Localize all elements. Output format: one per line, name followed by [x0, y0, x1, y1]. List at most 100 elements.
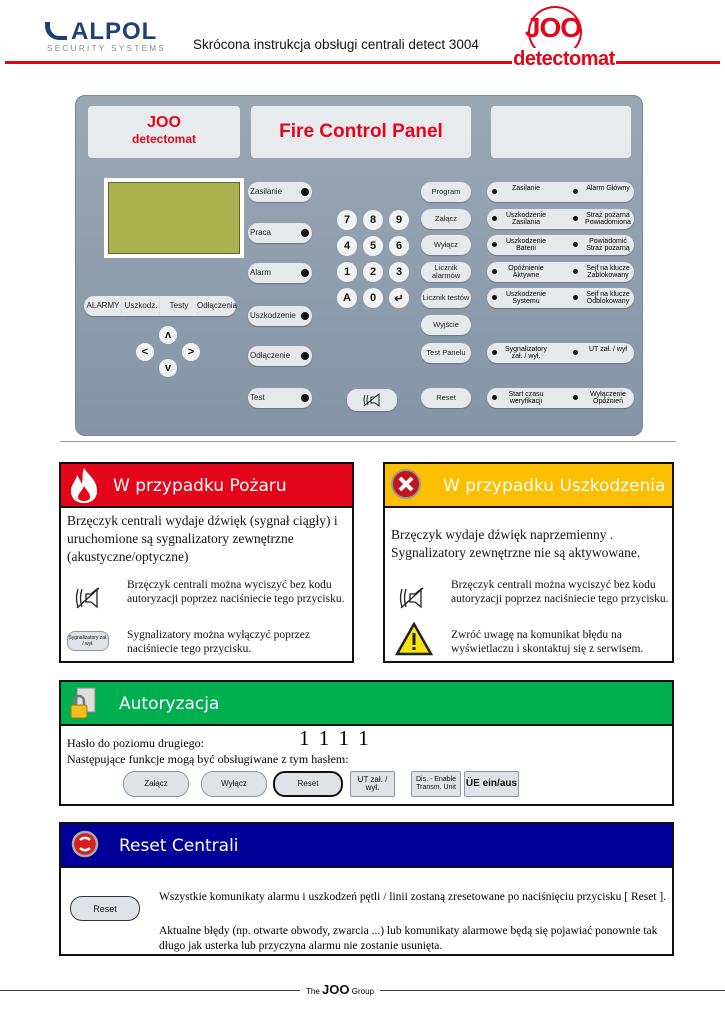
keypad-key[interactable]: 5 [363, 236, 383, 256]
led-light [301, 312, 309, 320]
panel-title: Fire Control Panel [251, 106, 471, 158]
arrow-button[interactable]: v [159, 359, 177, 377]
led-light [492, 295, 497, 300]
led-light [573, 242, 578, 247]
function-button[interactable]: Reset [421, 388, 471, 408]
reset-text-1: Wszystkie komunikaty alarmu i uszkodzeń … [159, 891, 667, 903]
authorization-section: Autoryzacja Hasło do poziomu drugiego: 1… [59, 680, 674, 806]
flame-icon [71, 468, 97, 503]
warning-triangle-icon [395, 622, 433, 656]
led-light [573, 189, 578, 194]
fire-header: W przypadku Pożaru [61, 464, 352, 508]
function-button[interactable]: Wyjście [421, 315, 471, 335]
menu-button[interactable]: Odłączenia [197, 296, 237, 316]
mute-buzzer-button[interactable] [347, 389, 397, 411]
led-light [573, 350, 578, 355]
auth-button-transm-unit: Dis. - Enable Transm. Unit [411, 771, 461, 797]
reset-text-2: Aktualne błędy (np. otwarte obwody, zwar… [159, 925, 658, 952]
keypad-key[interactable]: 2 [363, 262, 383, 282]
indicator-row: Sygnalizatory zał. / wył. UT zał. / wył [487, 343, 634, 363]
fire-title: W przypadku Pożaru [113, 476, 287, 496]
fault-header: W przypadku Uszkodzenia [385, 464, 672, 508]
password-value: 1 1 1 1 [299, 726, 371, 750]
status-led-indicator: Odłączenie [248, 346, 312, 366]
fault-intro: Brzęczyk wydaje dźwięk naprzemienny . Sy… [391, 527, 641, 560]
auth-button-ue: ÜE ein/aus [464, 771, 519, 797]
led-light [492, 395, 497, 400]
header-divider [5, 61, 720, 64]
keypad-key[interactable]: 3 [389, 262, 409, 282]
status-led-indicator: Praca [248, 223, 312, 243]
indicator-right-label: Wyłączenie Opóźnień [590, 391, 626, 405]
function-button[interactable]: Program [421, 182, 471, 202]
led-light [492, 242, 497, 247]
alpol-sub: SECURITY SYSTEMS [47, 44, 167, 53]
status-led-label: Alarm [250, 268, 271, 277]
function-button[interactable]: Wyłącz [421, 235, 471, 255]
indicator-left-label: Uszkodzenie Zasilania [505, 212, 547, 226]
indicator-row: Uszkodzenie Baterii Powiadomić Straż poża… [487, 235, 634, 255]
arrow-button[interactable]: ʌ [159, 326, 177, 344]
indicator-left-label: Uszkodzenie Baterii [505, 238, 547, 252]
led-light [492, 269, 497, 274]
fire-intro: Brzęczyk centrali wydaje dźwięk (sygnał … [67, 513, 338, 564]
auth-button-zalacz: Załącz [123, 771, 189, 797]
led-light [301, 269, 309, 277]
arrow-button[interactable]: < [136, 343, 154, 361]
arrow-button[interactable]: > [182, 343, 200, 361]
auth-header: Autoryzacja [61, 682, 672, 726]
menu-button[interactable]: Uszkodz. [122, 296, 160, 316]
menu-button[interactable]: ALARMY [84, 296, 122, 316]
function-button[interactable]: Test Panelu [421, 343, 471, 363]
keypad-key[interactable]: 4 [337, 236, 357, 256]
led-light [573, 395, 578, 400]
functions-label: Następujące funkcje mogą być obsługiwane… [67, 752, 349, 766]
panel-brand: JOO detectomat [88, 106, 240, 158]
status-led-label: Test [250, 393, 265, 402]
keypad-key[interactable]: 1 [337, 262, 357, 282]
status-led-label: Uszkodzenie [250, 311, 296, 320]
led-light [301, 352, 309, 360]
function-button[interactable]: Załącz [421, 209, 471, 229]
reset-section: Reset Centrali Reset Wszystkie komunikat… [59, 822, 674, 956]
indicator-right-label: Powiadomić Straż pożarną [586, 238, 630, 252]
keypad-key[interactable]: 7 [337, 210, 357, 230]
section-divider [60, 441, 676, 442]
reset-power-icon [71, 830, 99, 858]
fire-section: W przypadku Pożaru Brzęczyk centrali wyd… [59, 462, 354, 663]
led-light [492, 216, 497, 221]
status-led-label: Odłączenie [250, 351, 291, 360]
menu-button[interactable]: Testy [160, 296, 198, 316]
indicator-right-label: Sejf na klucze Zablokowany [586, 265, 630, 279]
keypad-key[interactable]: 9 [389, 210, 409, 230]
auth-title: Autoryzacja [119, 694, 220, 714]
function-button[interactable]: Licznik alarmów [421, 262, 471, 282]
function-button[interactable]: Licznik testów [421, 288, 471, 308]
fault-item-service: Zwróć uwagę na komunikat błędu na wyświe… [451, 629, 644, 655]
led-light [573, 269, 578, 274]
fault-title: W przypadku Uszkodzenia [443, 476, 666, 496]
indicator-left-label: Opóźnienie Aktywne [508, 265, 544, 279]
detectomat-logo: detectomat [512, 48, 616, 71]
led-light [301, 394, 309, 402]
panel-blank-strip [491, 106, 631, 158]
indicator-right-label: UT zał. / wył [589, 346, 627, 353]
mute-speaker-icon [363, 393, 380, 407]
fire-item-mute: Brzęczyk centrali można wyciszyć bez kod… [127, 579, 345, 605]
reset-button-image: Reset [70, 896, 140, 921]
keypad-key[interactable]: 8 [363, 210, 383, 230]
lcd-display [104, 178, 244, 258]
indicator-left-label: Sygnalizatory zał. / wył. [504, 346, 548, 360]
indicator-row: Opóźnienie Aktywne Sejf na klucze Zabloko… [487, 262, 634, 282]
indicator-left-label: Zasilanie [511, 185, 540, 192]
control-panel-image: JOO detectomat Fire Control Panel ALARMY… [75, 95, 643, 436]
keypad-key[interactable]: A [337, 288, 357, 308]
fault-section: W przypadku Uszkodzenia Brzęczyk wydaje … [383, 462, 674, 663]
keypad-key[interactable]: 6 [389, 236, 409, 256]
led-light [573, 216, 578, 221]
keypad-key[interactable]: ↵ [389, 288, 409, 308]
reset-title: Reset Centrali [119, 836, 239, 856]
keypad-key[interactable]: 0 [363, 288, 383, 308]
footer-logo: The JOO Group [300, 982, 380, 997]
